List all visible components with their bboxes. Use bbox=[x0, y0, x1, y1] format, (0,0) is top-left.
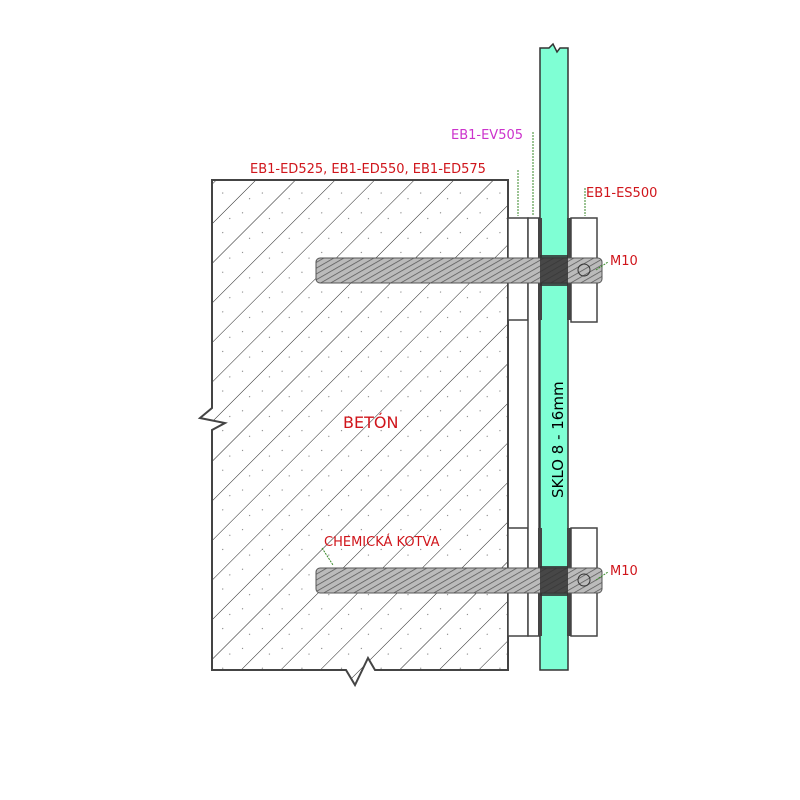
anchor-rod-top bbox=[315, 257, 603, 284]
anchor-label: CHEMICKÁ KOTVA bbox=[324, 534, 440, 550]
glass-pane bbox=[539, 42, 569, 671]
m10-top-label: M10 bbox=[610, 254, 638, 269]
fixing-bottom bbox=[315, 527, 603, 637]
ev-plate bbox=[527, 217, 540, 637]
glass-label: SKLO 8 - 16mm bbox=[549, 381, 567, 498]
concrete-label: BETÓN bbox=[343, 413, 398, 432]
es500-label: EB1-ES500 bbox=[586, 186, 657, 201]
leader-lines bbox=[321, 132, 609, 581]
anchor-rod-bottom bbox=[315, 567, 603, 594]
ev505-label: EB1-EV505 bbox=[451, 128, 523, 143]
ed-label: EB1-ED525, EB1-ED550, EB1-ED575 bbox=[250, 162, 486, 177]
concrete-block bbox=[197, 179, 509, 688]
fixing-top bbox=[315, 217, 603, 323]
m10-bottom-label: M10 bbox=[610, 564, 638, 579]
